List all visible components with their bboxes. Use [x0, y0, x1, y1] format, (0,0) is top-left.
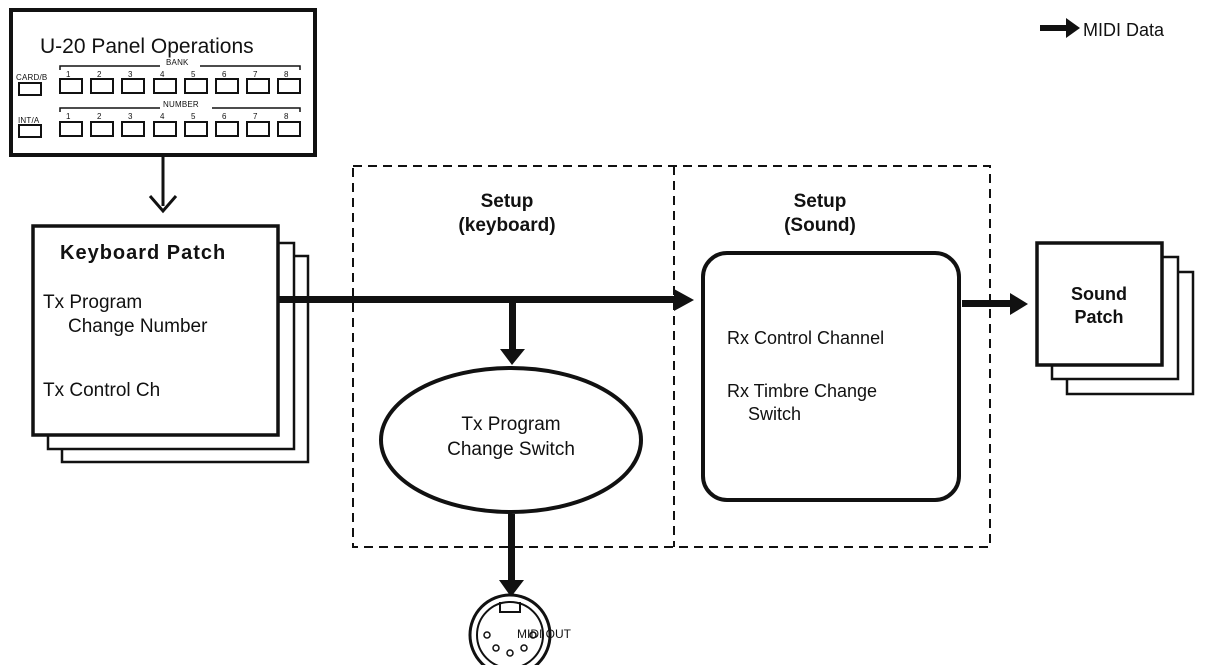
arrow-patch-to-sound-setup — [278, 289, 694, 311]
arrow-to-program-change-switch — [500, 303, 525, 365]
setup-region-dashed — [352, 165, 991, 548]
rx-control-channel-label: Rx Control Channel — [727, 328, 885, 348]
arrow-panel-to-patch — [148, 156, 178, 214]
bank-label: BANK — [166, 58, 189, 67]
bank-button-label: 2 — [97, 70, 102, 79]
midi-out-label: MIDI OUT — [517, 627, 571, 641]
card-button-label: CARD/B — [16, 73, 48, 82]
number-button-label: 1 — [66, 112, 71, 121]
bank-button-label: 1 — [66, 70, 71, 79]
legend-label: MIDI Data — [1083, 20, 1165, 40]
number-button-row — [18, 121, 301, 138]
program-change-switch-label: Tx Program Change Switch — [447, 414, 575, 460]
change-number-label: Change Number — [68, 316, 208, 337]
bank-button-label: 7 — [253, 70, 258, 79]
bank-button-label: 6 — [222, 70, 227, 79]
bank-button-label: 4 — [160, 70, 165, 79]
int-button-label: INT/A — [18, 116, 40, 125]
number-label: NUMBER — [163, 100, 199, 109]
tx-program-label: Tx Program — [43, 292, 143, 313]
keyboard-patch-box — [31, 224, 280, 437]
sound-patch-label: Sound Patch — [1071, 284, 1127, 328]
legend-arrow-icon — [1040, 18, 1080, 38]
rx-timbre-switch-label: Switch — [748, 404, 802, 424]
bank-button-label: 5 — [191, 70, 196, 79]
bank-button-label: 8 — [284, 70, 289, 79]
sound-setup-box — [701, 251, 961, 502]
number-button-label: 2 — [97, 112, 102, 121]
midi-out-connector-icon — [468, 593, 552, 665]
number-button-label: 6 — [222, 112, 227, 121]
setup-sound-title: Setup (Sound) — [784, 191, 856, 237]
number-button-label: 5 — [191, 112, 196, 121]
number-button-label: 4 — [160, 112, 165, 121]
number-button-label: 7 — [253, 112, 258, 121]
setup-keyboard-title: Setup (keyboard) — [458, 191, 556, 237]
keyboard-patch-title: Keyboard Patch — [60, 242, 227, 264]
number-button-label: 8 — [284, 112, 289, 121]
number-button-label: 3 — [128, 112, 133, 121]
bank-button-label: 3 — [128, 70, 133, 79]
bank-button-row — [18, 78, 301, 96]
sound-patch-box — [1035, 241, 1164, 367]
rx-timbre-change-label: Rx Timbre Change — [727, 381, 878, 401]
panel-title: U-20 Panel Operations — [40, 35, 254, 58]
program-change-switch-ellipse — [379, 366, 643, 514]
tx-control-ch-label: Tx Control Ch — [43, 380, 161, 401]
arrow-to-midi-out — [499, 514, 524, 597]
arrow-to-sound-patch — [962, 293, 1028, 315]
